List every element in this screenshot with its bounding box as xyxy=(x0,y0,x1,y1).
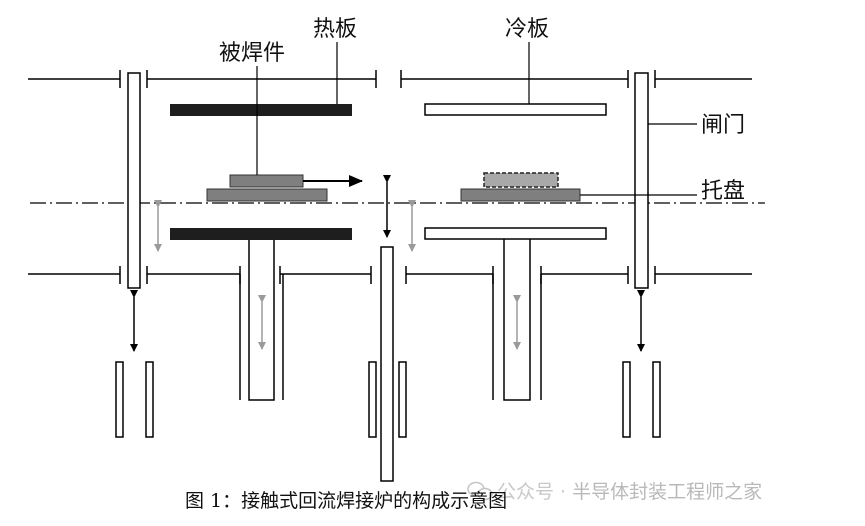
tray-hot-side xyxy=(206,188,328,202)
top-wall xyxy=(28,70,752,88)
watermark-name: 半导体封装工程师之家 xyxy=(572,481,762,503)
label-workpiece: 被焊件 xyxy=(219,41,285,66)
hot-pedestal xyxy=(239,240,284,401)
workpiece xyxy=(229,174,304,188)
cold-pedestal xyxy=(492,239,542,401)
bottom-wall xyxy=(28,266,752,284)
leader-lines xyxy=(256,42,697,196)
figure-caption: 图 1：接触式回流焊接炉的构成示意图 xyxy=(185,490,507,512)
hot-plate-top xyxy=(170,104,352,116)
center-gate-slot xyxy=(368,361,407,438)
cold-plate-top xyxy=(424,103,607,116)
hot-plate-bottom xyxy=(170,228,352,240)
right-gate-slot xyxy=(622,361,661,438)
watermark-prefix: 公众号 · xyxy=(497,481,572,503)
workpiece-ghost xyxy=(483,172,559,188)
tray-cold-side xyxy=(460,188,581,202)
svg-text:公众号 · 半导体封装工程师之家: 公众号 · 半导体封装工程师之家 xyxy=(497,481,762,503)
left-gate xyxy=(127,72,141,289)
right-gate xyxy=(634,72,649,289)
wechat-icon xyxy=(467,481,493,501)
cold-plate-bottom xyxy=(424,227,607,240)
label-hot-plate: 热板 xyxy=(313,17,357,42)
label-tray: 托盘 xyxy=(701,179,745,204)
left-gate-slot xyxy=(115,361,154,438)
label-gate: 闸门 xyxy=(701,113,745,138)
center-gate xyxy=(380,246,394,482)
label-cold-plate: 冷板 xyxy=(505,17,549,42)
watermark: 公众号 · 半导体封装工程师之家 xyxy=(467,481,762,503)
